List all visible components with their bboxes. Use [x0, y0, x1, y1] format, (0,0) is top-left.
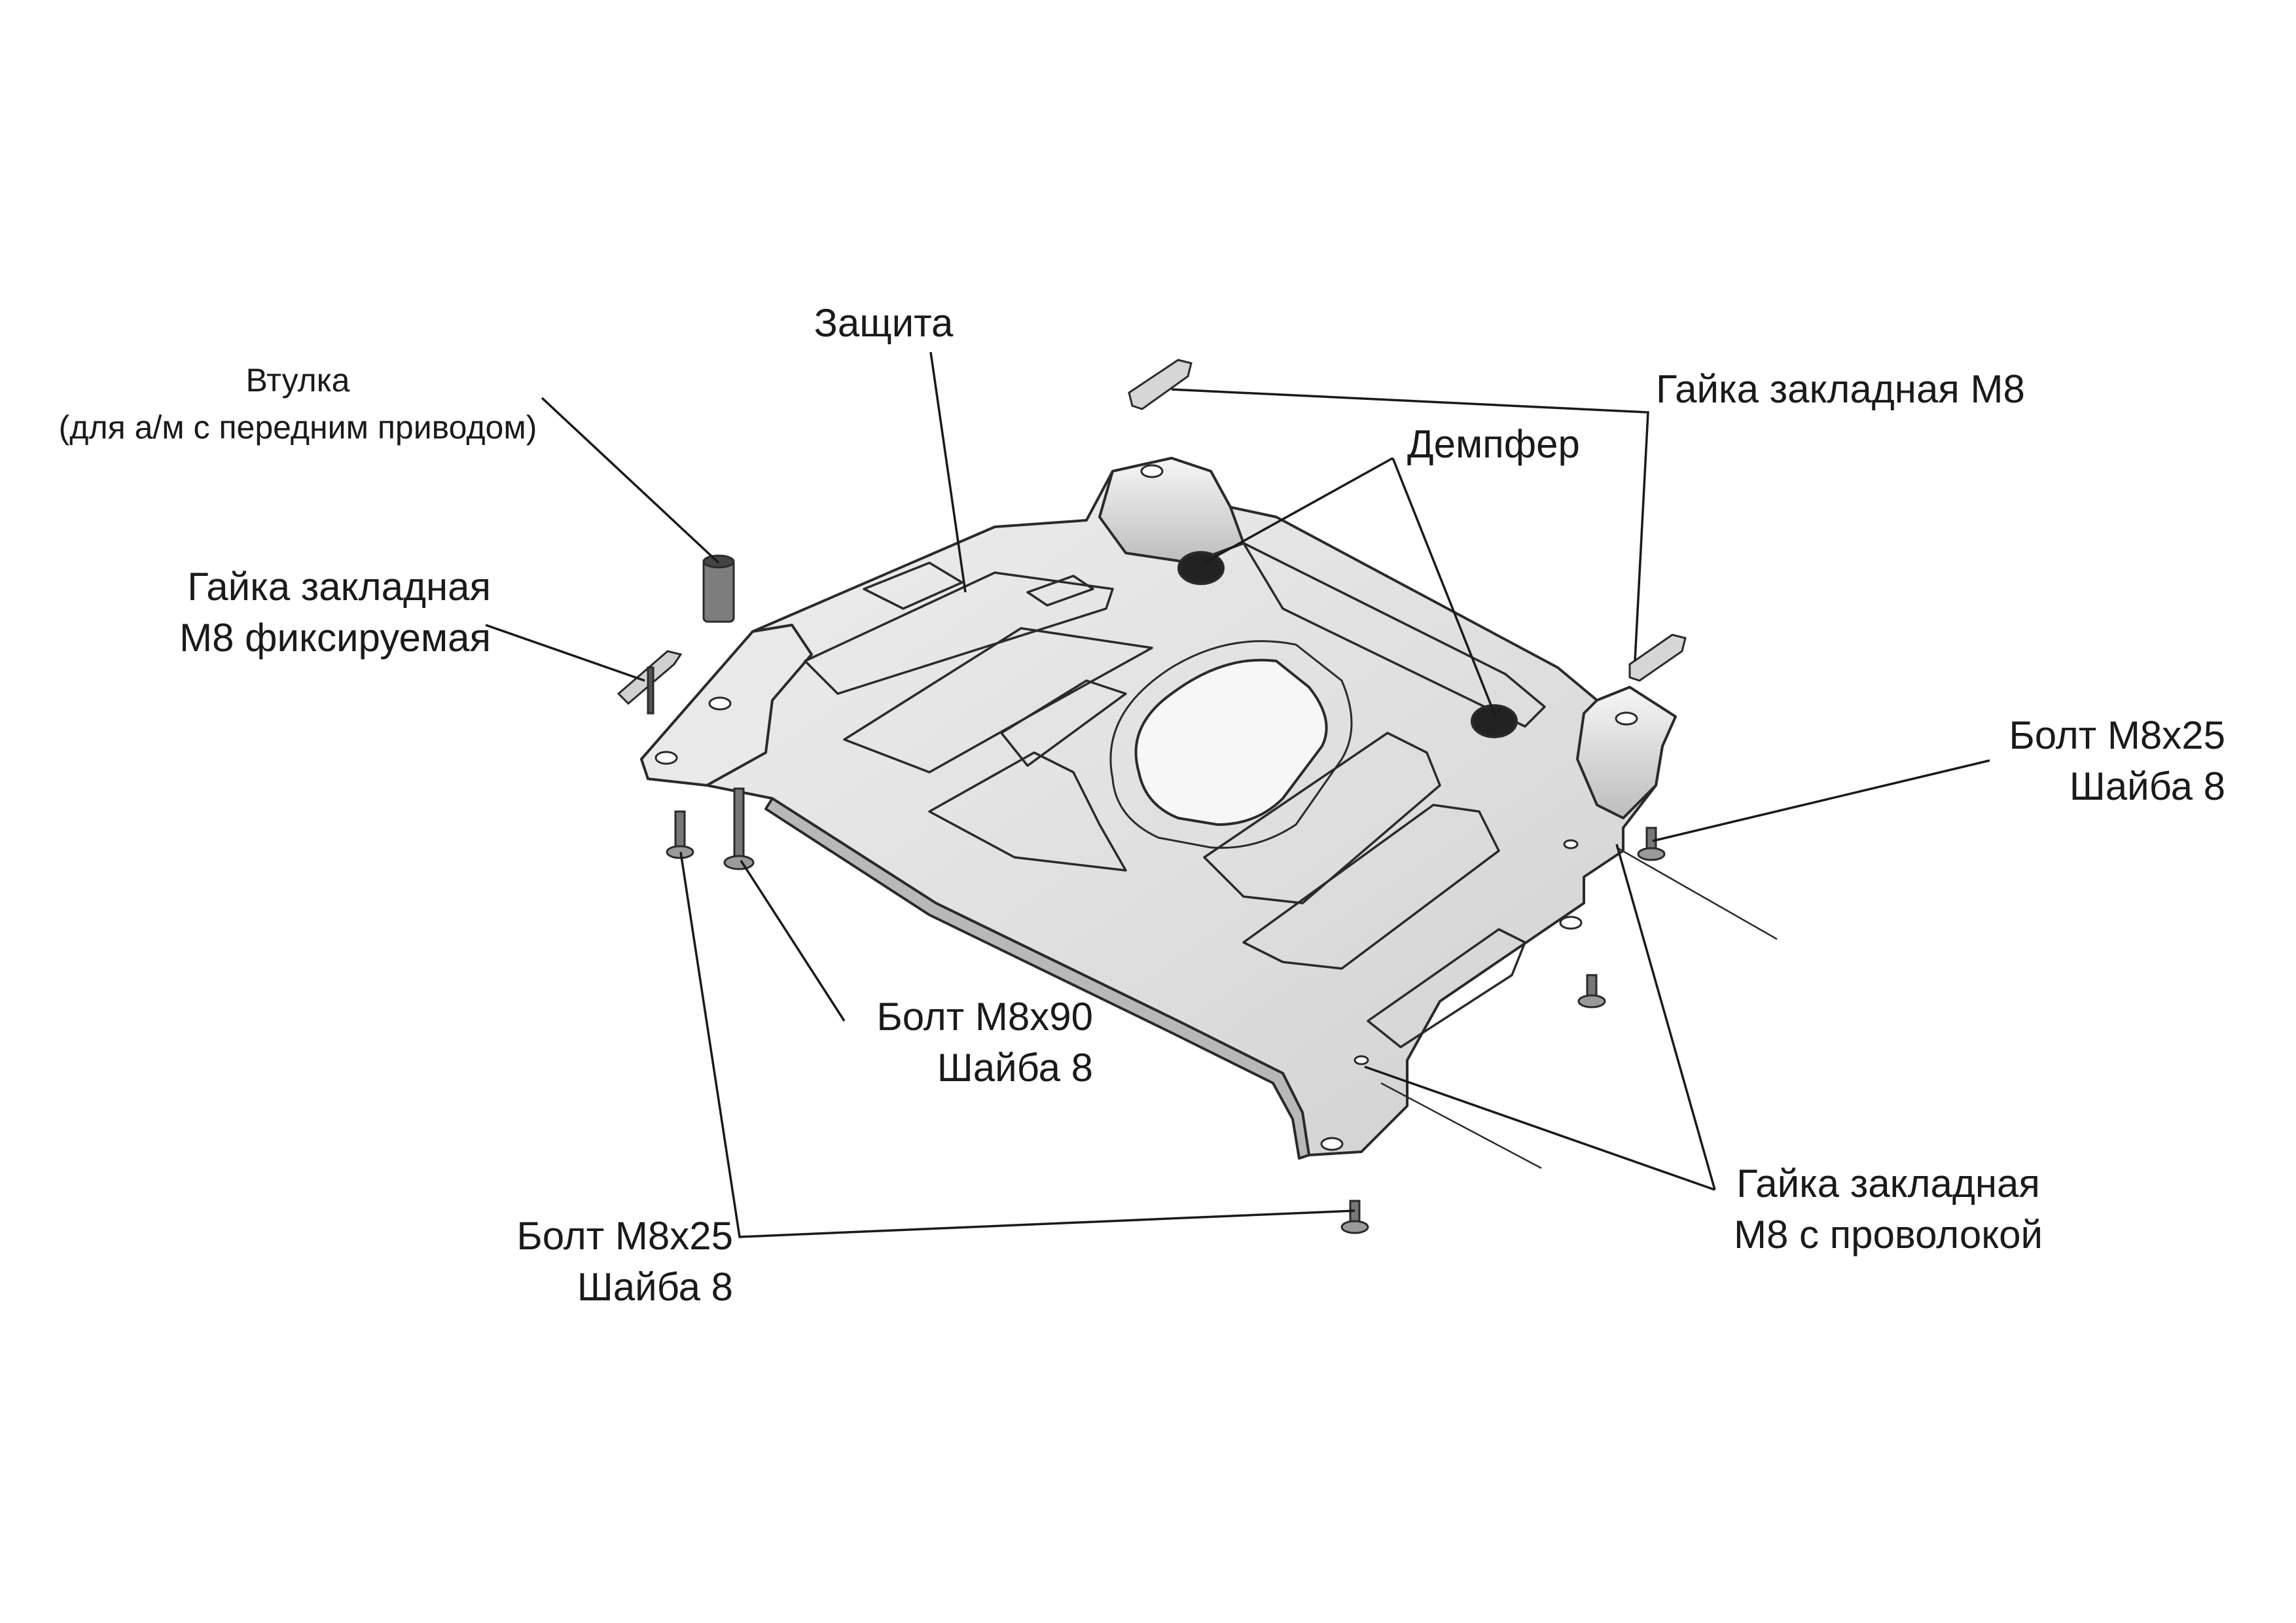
label-bolt-m8x90-line2: Шайба 8 [937, 1046, 1093, 1090]
label-bushing-line1: Втулка [245, 362, 350, 399]
wire-right [1616, 846, 1778, 940]
label-damper-text: Демпфер [1407, 422, 1580, 466]
plate-ribs [804, 542, 1546, 1048]
label-nut-wire-line2: М8 с проволокой [1733, 1213, 2043, 1257]
label-bolt-right-line1: Болт М8х25 [2009, 713, 2225, 757]
leader-damper-1 [1204, 457, 1393, 564]
plate-holes [655, 464, 1638, 1151]
plate-central-opening [1134, 658, 1328, 826]
top-nut-part [1128, 359, 1193, 410]
bolt-left-m8x25 [666, 810, 694, 859]
bolt-right-lower [1577, 974, 1606, 1008]
label-nut-top: Гайка закладная М8 [1656, 364, 2114, 415]
label-bushing: Втулка (для а/м с передним приводом) [39, 357, 556, 451]
leader-bolt-bottom-left [679, 851, 1355, 1238]
bushing-part [702, 554, 735, 623]
plate-front-edge [764, 797, 1310, 1160]
plate-rear-bracket-right [1576, 686, 1677, 819]
right-nut-part [1628, 633, 1687, 682]
label-bolt-bottom-left-line2: Шайба 8 [577, 1265, 733, 1309]
leader-shield [929, 351, 967, 593]
fixed-nut-part [617, 650, 683, 715]
plate-opening-rim [1109, 640, 1353, 849]
label-bolt-right: Болт М8х25 Шайба 8 [1931, 710, 2225, 812]
leader-damper-2 [1391, 457, 1497, 717]
label-bolt-bottom-left: Болт М8х25 Шайба 8 [432, 1211, 733, 1313]
bolt-m8x90 [723, 787, 755, 870]
label-nut-fixed-line2: М8 фиксируемая [179, 616, 491, 660]
bolt-bottom [1340, 1200, 1369, 1234]
leader-bushing [541, 397, 720, 564]
damper-grommet-right [1471, 704, 1518, 738]
label-bolt-right-line2: Шайба 8 [2069, 764, 2225, 808]
damper-grommet-left [1177, 551, 1225, 585]
label-bolt-m8x90-line1: Болт М8х90 [876, 995, 1093, 1039]
wire-bottom [1380, 1082, 1542, 1169]
plate-rear-bracket-left [1098, 457, 1245, 564]
leader-lines [485, 351, 1990, 1238]
skid-plate [640, 457, 1677, 1160]
label-damper: Демпфер [1407, 419, 1682, 470]
leader-top-nut [1171, 388, 1649, 662]
bolt-right-m8x25 [1637, 827, 1666, 861]
leader-bolt-right [1652, 759, 1990, 842]
label-shield-text: Защита [814, 301, 954, 345]
leader-nut-wire-2 [1364, 1065, 1715, 1191]
leader-bolt-m8x90 [740, 860, 846, 1022]
label-nut-wire: Гайка закладная М8 с проволокой [1676, 1158, 2101, 1260]
leader-nut-wire-1 [1615, 844, 1716, 1190]
label-nut-fixed: Гайка закладная М8 фиксируемая [85, 562, 491, 664]
label-nut-wire-line1: Гайка закладная [1736, 1162, 2040, 1205]
label-bushing-line2: (для а/м с передним приводом) [58, 409, 537, 446]
label-bolt-m8x90: Болт М8х90 Шайба 8 [785, 991, 1093, 1094]
label-shield: Защита [766, 298, 1001, 349]
leader-fixed-nut [485, 624, 645, 682]
label-bolt-bottom-left-line1: Болт М8х25 [516, 1214, 733, 1258]
label-nut-fixed-line1: Гайка закладная [187, 565, 491, 609]
label-nut-top-text: Гайка закладная М8 [1656, 367, 2025, 411]
hardware [617, 359, 1778, 1234]
